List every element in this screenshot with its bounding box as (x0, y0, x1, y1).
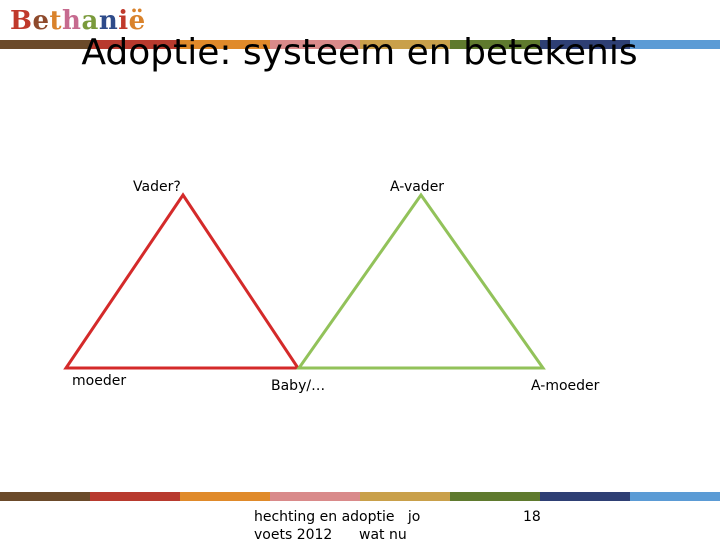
slide-title: Adoptie: systeem en betekenis (0, 30, 720, 76)
footer-text-line-2: voets 2012 wat nu (254, 527, 407, 540)
stripe-segment (540, 40, 630, 49)
stripe-segment (0, 40, 90, 49)
footer-text-line-1: hechting en adoptie jo (254, 509, 421, 525)
node-label-adoptive-mother: A-moeder (531, 378, 600, 394)
node-label-adoptive-father: A-vader (390, 179, 445, 195)
stripe-segment (630, 40, 720, 49)
stripe-segment (270, 40, 360, 49)
adoptive-family-triangle (296, 192, 546, 370)
logo-letter: B (10, 6, 33, 36)
bottom-color-stripe (0, 492, 720, 501)
logo-letter: h (62, 6, 82, 36)
stripe-segment (450, 40, 540, 49)
logo-letter: e (32, 6, 50, 36)
stripe-segment (360, 492, 450, 501)
birth-family-triangle (63, 192, 301, 370)
logo-letter: i (118, 6, 129, 36)
stripe-segment (0, 492, 90, 501)
logo-letter: a (81, 6, 99, 36)
stripe-segment (90, 492, 180, 501)
logo-letter: t (49, 6, 63, 36)
stripe-segment (450, 492, 540, 501)
stripe-segment (630, 492, 720, 501)
node-label-baby: Baby/… (271, 378, 326, 394)
node-label-father: Vader? (133, 179, 181, 195)
logo-letter: n (98, 6, 119, 36)
slide-number: 18 (523, 509, 541, 525)
logo: Bethanië (10, 4, 146, 38)
footer-text: hechting en adoptie jo voets 2012 wat nu (254, 508, 444, 540)
stripe-segment (270, 492, 360, 501)
stripe-segment (90, 40, 180, 49)
logo-letter: ë (128, 6, 146, 36)
slide-title-text: Adoptie: systeem en betekenis (81, 32, 638, 73)
stripe-segment (360, 40, 450, 49)
stripe-segment (180, 492, 270, 501)
top-color-stripe (0, 40, 720, 49)
stripe-segment (180, 40, 270, 49)
node-label-mother: moeder (72, 373, 127, 389)
stripe-segment (540, 492, 630, 501)
